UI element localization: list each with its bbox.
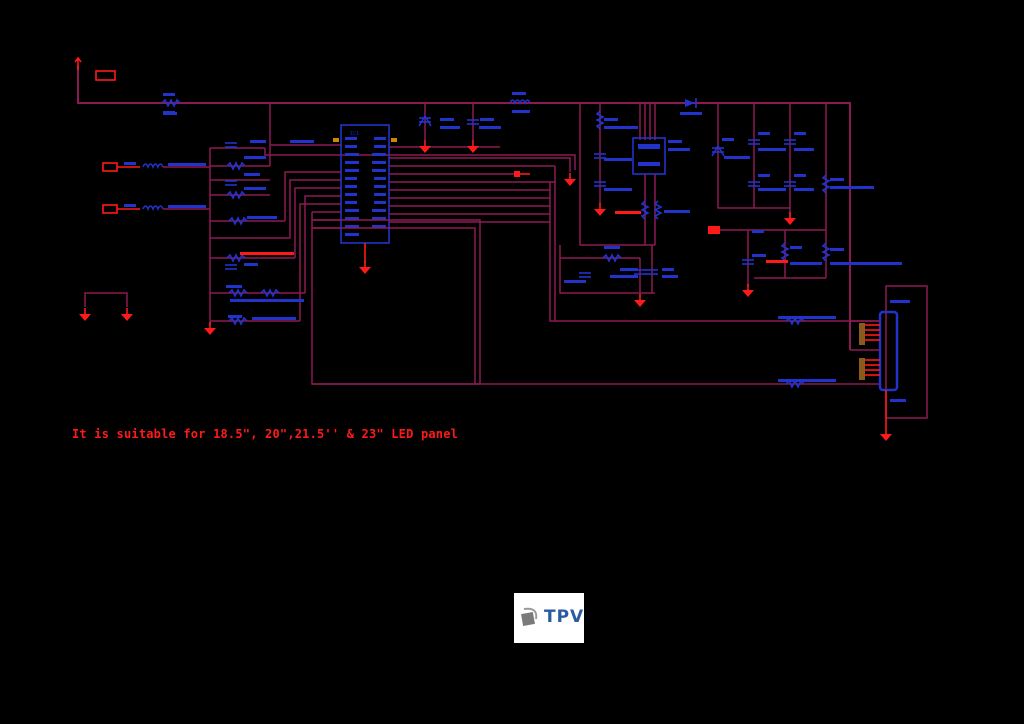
panel-compatibility-note: It is suitable for 18.5", 20",21.5'' & 2… (72, 427, 459, 441)
logo-icon: TPV (514, 593, 584, 643)
right-capacitors (708, 103, 830, 298)
ic-right-wiring (389, 103, 880, 322)
ic-left-wiring (270, 138, 880, 385)
input-connector-2 (102, 204, 210, 214)
connector-icon (785, 285, 928, 442)
logo-text: TPV (544, 607, 585, 627)
component-labels (124, 92, 910, 402)
svg-text:IC1: IC1 (350, 131, 359, 137)
diode-icon (685, 98, 697, 108)
logo-mark-icon (521, 607, 538, 626)
top-capacitors (418, 99, 607, 217)
regulator-ic (578, 103, 666, 308)
bus-resistors (224, 142, 280, 325)
component-labels-red (240, 211, 788, 263)
input-connector-1 (102, 162, 210, 172)
ic-icon: IC1 (340, 124, 390, 275)
power-rail (74, 56, 851, 350)
ground-icon (78, 292, 217, 336)
